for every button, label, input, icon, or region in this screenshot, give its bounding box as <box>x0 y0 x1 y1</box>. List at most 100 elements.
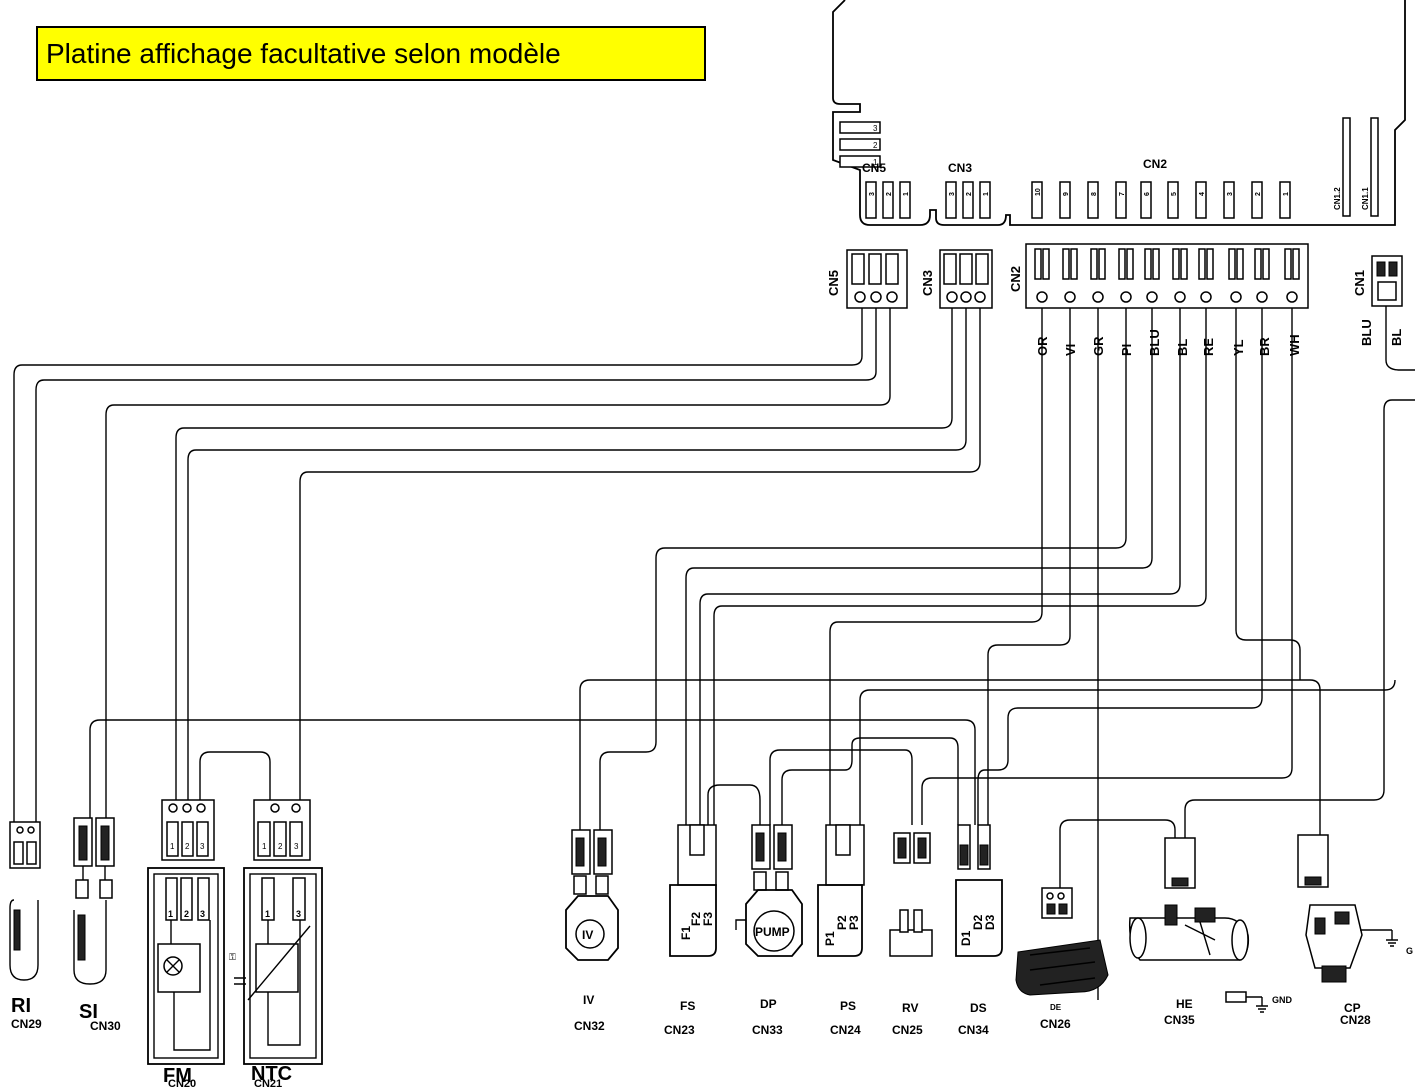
component-dp: PUMP <box>735 824 803 957</box>
cn2-plug-pin <box>1062 248 1070 280</box>
ntc-pin-1: 1 <box>265 909 270 919</box>
cn2-plug-pin <box>1042 248 1050 280</box>
cn2-plug-pin <box>1262 248 1270 280</box>
ps-p1: P1 <box>823 931 837 946</box>
wire-label-cn1-bl: BL <box>1389 329 1404 346</box>
cn2-plug-terminal <box>1064 291 1076 303</box>
board-cn2-pin-number: 3 <box>1227 192 1234 196</box>
component-fm: 1 2 3 1 2 3 ⚿ <box>147 799 236 1065</box>
control-board: 3 2 1 CN5 CN3 CN2 <box>832 0 1406 226</box>
board-pin-3: 3 <box>873 124 878 133</box>
board-header-cn2 <box>1031 181 1291 219</box>
cn2-plug-pin <box>1198 248 1206 280</box>
cn2-plug-pin <box>1152 248 1160 280</box>
cn2-plug-terminal <box>1120 291 1132 303</box>
board-cn2-pin-number: 1 <box>1283 192 1290 196</box>
component-rv <box>889 832 933 957</box>
cn2-plug-terminal <box>1256 291 1268 303</box>
board-pin-1: 1 <box>873 158 878 167</box>
label-cn33: CN33 <box>752 1023 783 1037</box>
cn2-plug-terminal <box>1286 291 1298 303</box>
ds-d1: D1 <box>959 930 973 946</box>
cn2-plug-pin <box>1236 248 1244 280</box>
cn2-plug-pin <box>1172 248 1180 280</box>
ps-p2: P2 <box>835 915 849 930</box>
cn2-plug-pin <box>1228 248 1236 280</box>
fm-plug-pin-2: 2 <box>185 842 190 851</box>
cn2-plug-terminal <box>1146 291 1158 303</box>
cn2-plug-terminal <box>1230 291 1242 303</box>
label-cn30: CN30 <box>90 1019 121 1033</box>
cn2-plug-pin <box>1090 248 1098 280</box>
board-cn3-pin-number: 2 <box>966 192 973 196</box>
ntc-plug-pin-3: 3 <box>294 842 299 851</box>
ds-d3: D3 <box>983 914 997 930</box>
label-cn24: CN24 <box>830 1023 861 1037</box>
cn2-plug-pin <box>1284 248 1292 280</box>
label-fm: FM <box>163 1065 192 1087</box>
label-cp: CP <box>1344 1001 1361 1015</box>
component-ps: P1 P2 P3 <box>817 824 865 957</box>
board-cn2-pin-number: 4 <box>1199 192 1206 196</box>
board-cn2-pin-number: 7 <box>1119 192 1126 196</box>
cn2-plug-pin <box>1070 248 1078 280</box>
board-cn3-label: CN3 <box>948 161 972 175</box>
ntc-plug-pin-2: 2 <box>278 842 283 851</box>
cn2-plug-pin <box>1126 248 1134 280</box>
cn2-plug-terminal <box>1200 291 1212 303</box>
component-de <box>1015 887 1109 996</box>
plug-cn5-label: CN5 <box>826 270 841 296</box>
wire-label-br: BR <box>1257 337 1272 356</box>
board-pin-2: 2 <box>873 141 878 150</box>
label-cn26: CN26 <box>1040 1017 1071 1031</box>
cn2-plug-terminal <box>1174 291 1186 303</box>
wire-label-wh: WH <box>1287 334 1302 356</box>
label-cn25: CN25 <box>892 1023 923 1037</box>
cn2-plug-pin <box>1292 248 1300 280</box>
component-cp: G <box>1297 834 1413 983</box>
wire-label-re: RE <box>1201 338 1216 356</box>
plug-cn5: CN5 <box>826 249 908 309</box>
plug-cn1-label: CN1 <box>1352 270 1367 296</box>
iv-inner-label: IV <box>582 928 593 942</box>
fm-plug-pin-3: 3 <box>200 842 205 851</box>
component-si <box>73 817 115 985</box>
label-he: HE <box>1176 997 1193 1011</box>
board-cn5-pin-number: 3 <box>869 192 876 196</box>
label-cn34: CN34 <box>958 1023 989 1037</box>
wire-harness <box>13 306 1415 1000</box>
label-ps: PS <box>840 999 856 1013</box>
label-cn20: CN20 <box>168 1078 196 1089</box>
optional-display-board-banner: Platine affichage facultative selon modè… <box>36 26 706 81</box>
pump-inner-label: PUMP <box>755 925 790 939</box>
component-ds: D1 D2 D3 <box>955 824 1003 957</box>
board-cn2-pin-number: 6 <box>1144 192 1151 196</box>
board-cn2-pin-number: 5 <box>1171 192 1178 196</box>
cn2-plug-pin <box>1206 248 1214 280</box>
board-cn11-label: CN1.1 <box>1361 187 1370 210</box>
cn2-plug-pin <box>1118 248 1126 280</box>
fs-f1: F1 <box>679 926 693 940</box>
component-he: GND <box>1128 837 1293 1013</box>
wire-label-bl: BL <box>1175 339 1190 356</box>
label-rv: RV <box>902 1001 918 1015</box>
fs-f2: F2 <box>689 912 703 926</box>
label-ntc: NTC <box>251 1063 292 1085</box>
cn2-plug-pin <box>1144 248 1152 280</box>
board-cn3-pin-number: 3 <box>949 192 956 196</box>
cn2-plug-pin <box>1254 248 1262 280</box>
fs-f3: F3 <box>701 912 715 926</box>
board-cn2-pin-number: 9 <box>1063 192 1070 196</box>
cn2-plug-pin <box>1098 248 1106 280</box>
label-cn32: CN32 <box>574 1019 605 1033</box>
ntc-pin-3: 3 <box>296 909 301 919</box>
board-cn2-pin-number: 10 <box>1035 188 1042 196</box>
label-ds: DS <box>970 1001 987 1015</box>
ps-p3: P3 <box>847 915 861 930</box>
cn2-plug-pin <box>1180 248 1188 280</box>
board-cn5-pin-number: 2 <box>886 192 893 196</box>
board-cn5-pin-number: 1 <box>903 192 910 196</box>
cn2-plug-terminal <box>1092 291 1104 303</box>
component-fs: F1 F2 F3 <box>669 824 717 957</box>
